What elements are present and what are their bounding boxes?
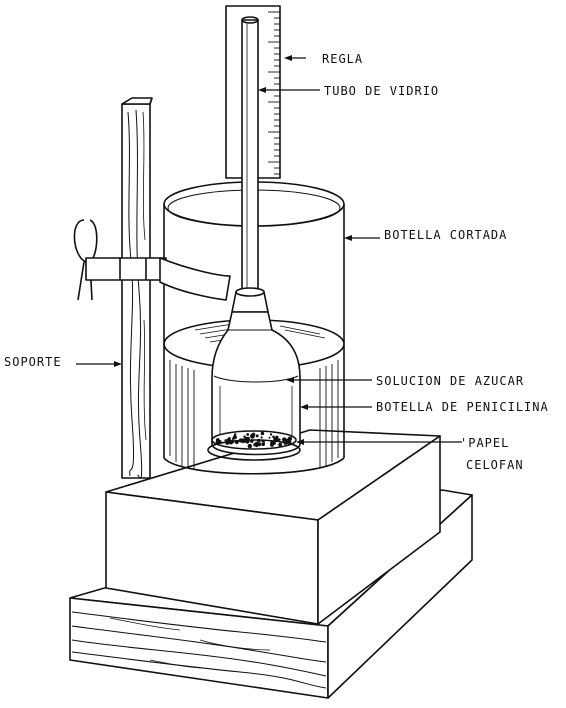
cellophane-membrane xyxy=(207,430,301,461)
glass-tube xyxy=(241,16,259,311)
label-botella-de-penicilina: BOTELLA DE PENICILINA xyxy=(376,400,549,414)
label-tubo-de-vidrio: TUBO DE VIDRIO xyxy=(324,84,440,98)
penicillin-bottle xyxy=(211,311,301,456)
label-regla: REGLA xyxy=(322,52,364,66)
label-solucion-de-azucar: SOLUCION DE AZUCAR xyxy=(376,374,525,388)
clamp xyxy=(73,219,231,301)
label-botella-cortada: BOTELLA CORTADA xyxy=(384,228,508,242)
ring-stand-rod xyxy=(121,97,153,479)
leader-lines xyxy=(76,55,462,445)
label-papel: 'PAPEL xyxy=(460,436,510,450)
label-celofan: CELOFAN xyxy=(466,458,524,472)
rubber-stopper xyxy=(231,287,269,313)
label-soporte: SOPORTE xyxy=(4,355,62,369)
support-block xyxy=(105,429,441,625)
